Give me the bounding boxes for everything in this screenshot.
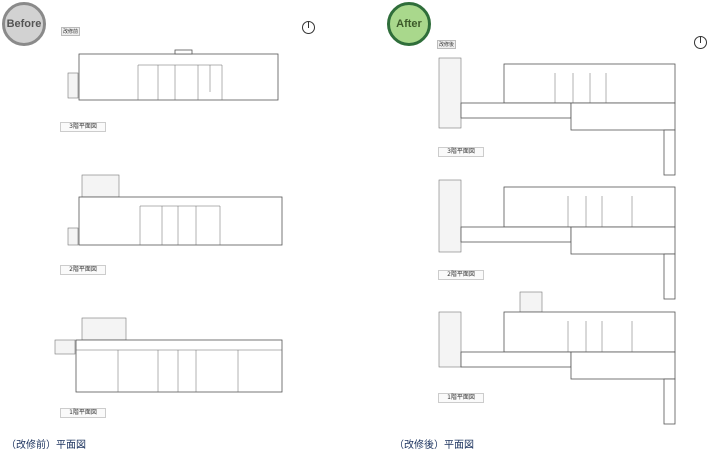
before-floor-label-2f: 2階平面図 [60, 265, 106, 275]
before-floor-label-1f: 1階平面図 [60, 408, 106, 418]
before-1f-plan [54, 317, 283, 393]
north-arrow-icon [302, 21, 315, 34]
after-tag: 改修後 [437, 40, 457, 49]
before-3f-plan [67, 49, 279, 101]
after-3f-plan [438, 57, 676, 176]
north-arrow-icon [694, 36, 707, 49]
after-floor-label-2f: 2階平面図 [438, 270, 484, 280]
before-2f-plan [67, 174, 283, 246]
after-caption: （改修後）平面図 [394, 440, 474, 451]
before-badge: Before [2, 2, 46, 46]
before-floor-label-3f: 3階平面図 [60, 122, 106, 132]
before-caption: （改修前）平面図 [6, 440, 86, 451]
before-tag: 改修前 [61, 27, 81, 36]
after-floor-label-3f: 3階平面図 [438, 147, 484, 157]
after-2f-plan [438, 179, 676, 300]
after-1f-plan [438, 291, 676, 425]
after-floor-label-1f: 1階平面図 [438, 393, 484, 403]
after-badge: After [387, 2, 431, 46]
